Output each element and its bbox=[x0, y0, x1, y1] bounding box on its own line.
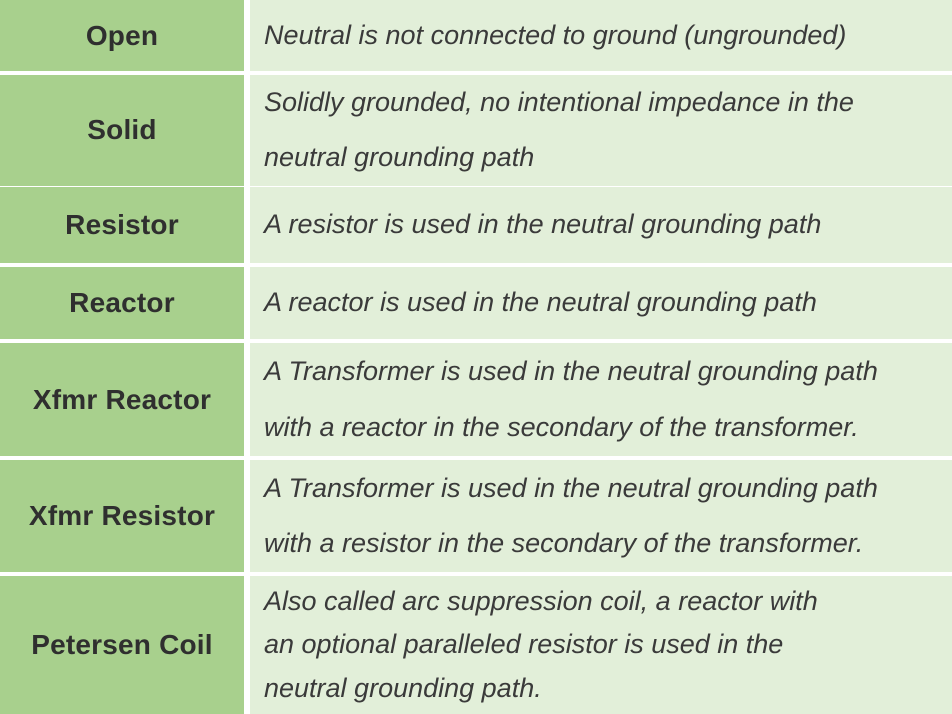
table-row: Resistor A resistor is used in the neutr… bbox=[0, 187, 952, 263]
table-row: Xfmr Reactor A Transformer is used in th… bbox=[0, 343, 952, 456]
description-cell: A reactor is used in the neutral groundi… bbox=[250, 267, 952, 339]
description-cell: Neutral is not connected to ground (ungr… bbox=[250, 0, 952, 71]
description-cell: A Transformer is used in the neutral gro… bbox=[250, 460, 952, 572]
grounding-type-cell: Petersen Coil bbox=[0, 576, 244, 714]
description-cell: A Transformer is used in the neutral gro… bbox=[250, 343, 952, 456]
description-cell: A resistor is used in the neutral ground… bbox=[250, 187, 952, 263]
grounding-type-cell: Resistor bbox=[0, 187, 244, 263]
description-cell: Also called arc suppression coil, a reac… bbox=[250, 576, 952, 714]
grounding-type-cell: Open bbox=[0, 0, 244, 71]
grounding-type-cell: Xfmr Resistor bbox=[0, 460, 244, 572]
description-cell: Solidly grounded, no intentional impedan… bbox=[250, 75, 952, 186]
grounding-type-cell: Reactor bbox=[0, 267, 244, 339]
table-row: Reactor A reactor is used in the neutral… bbox=[0, 267, 952, 339]
grounding-type-cell: Solid bbox=[0, 75, 244, 186]
grounding-type-cell: Xfmr Reactor bbox=[0, 343, 244, 456]
table-row: Xfmr Resistor A Transformer is used in t… bbox=[0, 460, 952, 572]
table-row: Petersen Coil Also called arc suppressio… bbox=[0, 576, 952, 714]
table-row: Solid Solidly grounded, no intentional i… bbox=[0, 75, 952, 186]
table-row: Open Neutral is not connected to ground … bbox=[0, 0, 952, 71]
